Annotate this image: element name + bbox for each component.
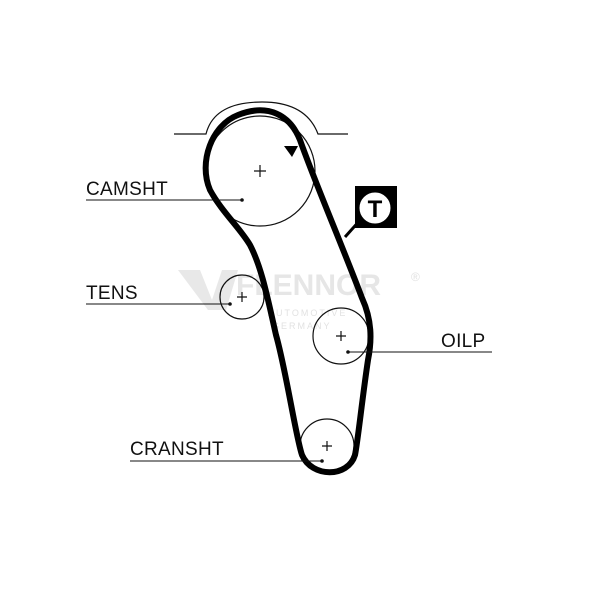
crankshaft-centre-mark	[322, 441, 332, 451]
oil-pump-label: OILP	[441, 331, 486, 352]
watermark-registered-mark: ®	[411, 270, 420, 284]
tensioner-pulley	[219, 274, 265, 320]
tensioner-centre-mark	[237, 292, 247, 302]
timing-belt	[202, 107, 374, 476]
watermark-logo: FLENNOR ® AUTOMOTIVE GERMANY	[178, 269, 420, 331]
camshaft-centre-mark	[254, 165, 266, 177]
tensioner-symbol-circle	[359, 192, 391, 224]
tensioner-symbol: T	[343, 186, 397, 239]
watermark-emblem	[178, 270, 238, 310]
watermark-line-2: GERMANY	[272, 321, 332, 331]
rotation-direction-arrow-icon	[284, 146, 298, 157]
crankshaft-label: CRANSHT	[130, 439, 224, 460]
pulley-centre-marks	[237, 165, 346, 451]
leader-dots	[228, 198, 350, 463]
tensioner-label: TENS	[86, 283, 138, 304]
tensioner-symbol-letter: T	[368, 196, 383, 223]
oil-pump-centre-mark	[336, 331, 346, 341]
leader-lines	[86, 199, 492, 462]
watermark-line-1: AUTOMOTIVE	[268, 308, 347, 318]
camshaft-label: CAMSHT	[86, 179, 168, 200]
engine-cover-outline	[174, 101, 348, 135]
